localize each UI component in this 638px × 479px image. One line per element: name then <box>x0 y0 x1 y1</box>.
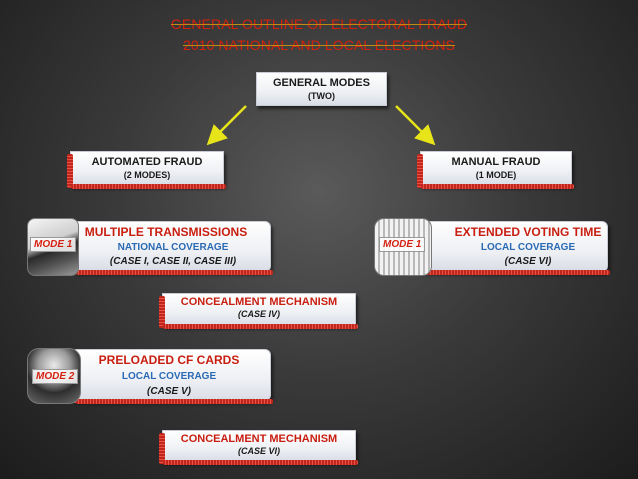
mode-tag-multiple-transmissions: MODE 1 <box>30 237 76 252</box>
automated-fraud-sub: (2 MODES) <box>71 170 223 180</box>
manual-fraud-box: MANUAL FRAUD (1 MODE) <box>420 151 572 186</box>
manual-fraud-sub: (1 MODE) <box>421 170 571 180</box>
multiple-transmissions-box: MULTIPLE TRANSMISSIONS NATIONAL COVERAGE… <box>75 221 271 272</box>
automated-fraud-box: AUTOMATED FRAUD (2 MODES) <box>70 151 224 186</box>
preloaded-cf-cases: (CASE V) <box>76 386 262 397</box>
arrow-right <box>396 106 430 140</box>
concealment-2-title: CONCEALMENT MECHANISM <box>163 433 355 445</box>
title-line-2: 2010 NATIONAL AND LOCAL ELECTIONS <box>0 37 638 53</box>
title-line-1: GENERAL OUTLINE OF ELECTORAL FRAUD <box>0 16 638 32</box>
general-modes-box: GENERAL MODES (TWO) <box>256 72 387 106</box>
concealment-1-title: CONCEALMENT MECHANISM <box>163 296 355 308</box>
multiple-transmissions-cases: (CASE I, CASE II, CASE III) <box>76 256 270 267</box>
preloaded-cf-box: PRELOADED CF CARDS LOCAL COVERAGE (CASE … <box>75 349 271 401</box>
general-modes-label: GENERAL MODES <box>257 77 386 89</box>
automated-fraud-label: AUTOMATED FRAUD <box>71 156 223 168</box>
mode-tag-preloaded: MODE 2 <box>32 369 78 384</box>
extended-voting-coverage: LOCAL COVERAGE <box>449 242 607 253</box>
concealment-mechanism-2-box: CONCEALMENT MECHANISM (CASE VI) <box>162 430 356 462</box>
multiple-transmissions-title: MULTIPLE TRANSMISSIONS <box>76 225 256 239</box>
extended-voting-title: EXTENDED VOTING TIME <box>449 225 607 239</box>
general-modes-sub: (TWO) <box>257 91 386 101</box>
concealment-1-case: (CASE IV) <box>163 309 355 319</box>
concealment-mechanism-1-box: CONCEALMENT MECHANISM (CASE IV) <box>162 293 356 326</box>
multiple-transmissions-coverage: NATIONAL COVERAGE <box>76 242 270 253</box>
extended-voting-box: EXTENDED VOTING TIME LOCAL COVERAGE (CAS… <box>418 221 608 272</box>
manual-fraud-label: MANUAL FRAUD <box>421 156 571 168</box>
extended-voting-cases: (CASE VI) <box>449 256 607 267</box>
preloaded-cf-title: PRELOADED CF CARDS <box>76 353 262 367</box>
preloaded-cf-coverage: LOCAL COVERAGE <box>76 371 262 382</box>
arrow-left <box>212 106 246 140</box>
concealment-2-case: (CASE VI) <box>163 446 355 456</box>
mode-tag-extended-voting: MODE 1 <box>379 237 425 252</box>
